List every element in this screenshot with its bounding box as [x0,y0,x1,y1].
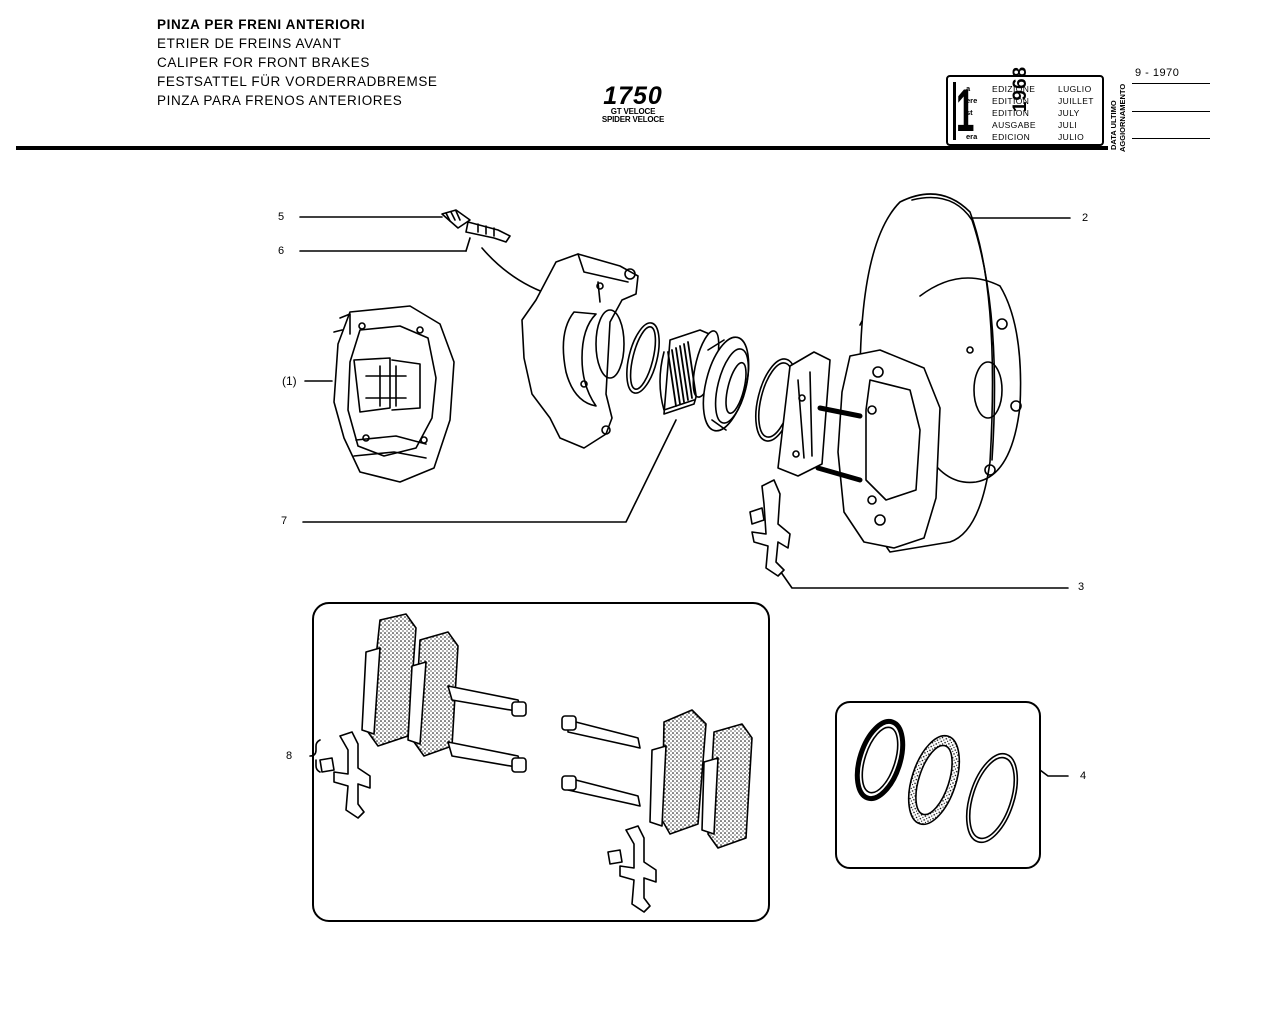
title-english: CALIPER FOR FRONT BRAKES [157,55,370,70]
leader-3 [775,564,1069,589]
model-variant-gt: GT VELOCE [610,107,656,116]
title-italian: PINZA PER FRENI ANTERIORI [157,17,366,32]
piston [659,329,720,415]
brake-pad [777,351,831,477]
model-logo: 1750 GT VELOCE SPIDER VELOCE [588,84,678,124]
leader-4 [1039,769,1069,777]
edition-month: JULIO [1058,132,1085,142]
edition-suffix: . [966,120,969,129]
edition-label: EDIZIONE [992,84,1036,94]
seal-kit-parts [854,718,1019,844]
leader-6-tip [465,237,471,252]
edition-label: EDITION [992,96,1030,106]
edition-suffix: ere [966,96,978,105]
edition-number: 1 [956,77,975,144]
callout-3: 3 [1078,581,1085,593]
bleeder-screw [441,209,511,243]
caliper-half [521,253,639,449]
edition-suffix: era [966,132,978,141]
edition-month: JUILLET [1058,96,1094,106]
edition-box: 1 a ere st . era EDIZIONE EDITION EDITIO… [946,66,1104,146]
edition-label: EDITION [992,108,1030,118]
brace-8 [309,739,321,773]
title-french: ETRIER DE FREINS AVANT [157,36,342,51]
dust-cover [702,336,750,432]
edition-label: AUSGABE [992,120,1036,130]
callout-6: 6 [278,245,285,257]
edition-label: EDICION [992,132,1031,142]
caliper-mounted [815,349,941,549]
edition-month: JULY [1058,108,1080,118]
model-variant-spider: SPIDER VELOCE [601,115,665,124]
leader-7 [302,419,677,523]
edition-month: LUGLIO [1058,84,1092,94]
title-german: FESTSATTEL FÜR VORDERRADBREMSE [157,74,438,89]
spring-clip [749,479,791,577]
update-line [1132,83,1210,84]
model-name: 1750 [603,82,663,110]
edition-suffix: a [966,84,971,93]
update-line [1132,111,1210,112]
caliper-assembled [333,305,455,483]
callout-2: 2 [1082,212,1089,224]
callout-4: 4 [1080,770,1087,782]
edition-month: JULI [1058,120,1078,130]
callout-8: 8 [286,750,293,762]
edition-suffix: st [966,108,973,117]
edition-bar [953,82,956,140]
update-date: 9 - 1970 [1135,67,1180,79]
header-rule [16,146,1108,150]
pad-kit-parts [319,613,753,913]
callout-5: 5 [278,211,285,223]
pad-kit-box [312,602,770,922]
callout-1: (1) [282,374,297,388]
title-spanish: PINZA PARA FRENOS ANTERIORES [157,93,403,108]
seal-kit-box [835,701,1041,869]
seal-ring [626,322,660,394]
update-line [1132,138,1210,139]
callout-7: 7 [281,515,288,527]
title-block: PINZA PER FRENI ANTERIORI ETRIER DE FREI… [157,15,438,110]
